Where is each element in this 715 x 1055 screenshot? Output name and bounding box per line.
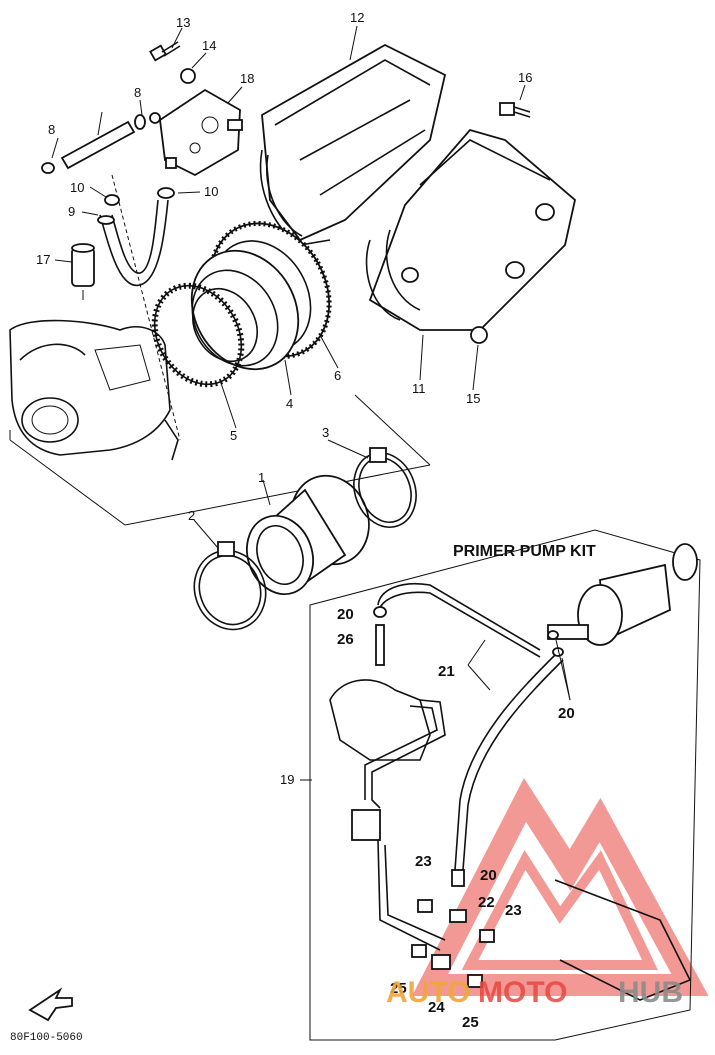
label-3: 3	[322, 425, 329, 440]
label-19: 19	[280, 772, 294, 787]
watermark-auto: AUTO	[386, 976, 470, 1009]
air-box-11	[365, 128, 576, 331]
label-23a: 23	[415, 853, 432, 870]
clamp-2	[193, 541, 267, 631]
label-8a: 8	[134, 85, 141, 100]
label-18: 18	[240, 71, 254, 86]
primer-kit-frame	[309, 529, 701, 1041]
label-24: 24	[428, 999, 445, 1016]
drain-plug-17	[71, 243, 95, 300]
label-14: 14	[202, 38, 216, 53]
label-16: 16	[518, 70, 532, 85]
label-12: 12	[350, 10, 364, 25]
label-17: 17	[36, 252, 50, 267]
bolt-13	[149, 41, 181, 62]
front-arrow-icon	[28, 987, 73, 1022]
watermark-hub: HUB	[618, 976, 683, 1009]
part-number-code: 80F100-5060	[10, 1032, 83, 1044]
label-13: 13	[176, 15, 190, 30]
engine-outline	[9, 319, 179, 461]
hose-9	[99, 199, 169, 286]
clip-20-top	[373, 606, 387, 618]
nut-15	[470, 326, 488, 344]
label-4: 4	[286, 396, 293, 411]
carburetor-sketch	[329, 679, 446, 809]
label-10a: 10	[70, 180, 84, 195]
label-6: 6	[334, 368, 341, 383]
label-25a: 25	[390, 980, 407, 997]
intake-boot-4	[190, 249, 300, 371]
clip-8-right	[134, 114, 146, 130]
nut-14	[180, 68, 196, 84]
clip-10-right	[157, 187, 175, 199]
breather-housing-18	[149, 88, 243, 177]
label-11: 11	[412, 381, 426, 396]
label-23b: 23	[505, 902, 522, 919]
primer-kit-title: PRIMER PUMP KIT	[453, 543, 596, 560]
clamp-3	[353, 447, 417, 528]
clip-10-left	[104, 194, 120, 206]
label-9: 9	[68, 204, 75, 219]
pipe-21-upper	[377, 582, 541, 651]
label-15: 15	[466, 391, 480, 406]
clip-20-mid	[451, 869, 465, 887]
nozzle-26	[375, 624, 385, 666]
carb-joint-1	[246, 474, 370, 596]
watermark-text: AUTO MOTO HUB	[386, 976, 683, 1009]
label-21: 21	[438, 663, 455, 680]
label-25b: 25	[462, 1014, 479, 1031]
hose-7	[60, 120, 136, 170]
label-8b: 8	[48, 122, 55, 137]
clip-8-left	[41, 162, 55, 174]
label-20a: 20	[337, 606, 354, 623]
valve-block	[351, 809, 381, 841]
label-22: 22	[478, 894, 495, 911]
label-26: 26	[337, 631, 354, 648]
watermark-logo-icon	[411, 777, 709, 996]
label-20b: 20	[558, 705, 575, 722]
watermark-moto: MOTO	[478, 976, 567, 1009]
primer-pump	[547, 543, 698, 646]
label-2: 2	[188, 508, 195, 523]
bolt-16	[499, 102, 531, 118]
label-1: 1	[258, 470, 265, 485]
callout-labels: 13 14 12 18 8 8 16 10 10 9 17 6 4 11 15 …	[10, 10, 596, 1044]
leader-lines	[51, 25, 571, 781]
label-20c: 20	[480, 867, 497, 884]
label-10b: 10	[204, 184, 218, 199]
ring-5	[151, 282, 245, 388]
label-5: 5	[230, 428, 237, 443]
